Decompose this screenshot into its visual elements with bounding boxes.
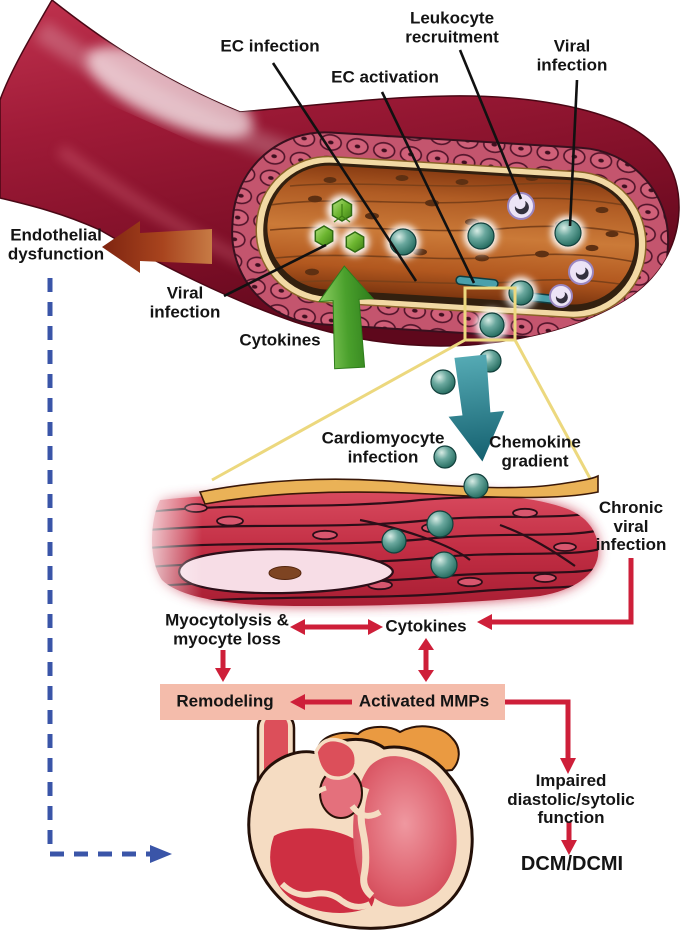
flow-arrows (215, 558, 634, 855)
muscle-fibers (152, 492, 599, 604)
green-virus-particles (314, 198, 365, 253)
label-chronic-viral-infection: Chronic viral infection (595, 497, 667, 555)
label-viral-infection-endothelium: Viral infection (149, 283, 221, 321)
heart-illustration (247, 710, 474, 930)
chemokine-gradient-down-arrow (448, 354, 505, 462)
magnifier-callout (211, 286, 594, 483)
feedback-dashed-arrow (47, 278, 172, 863)
teal-virus-particles-tissue (381, 445, 489, 579)
label-cytokines-tissue: Cytokines (385, 616, 467, 636)
magnifier-line-right (513, 339, 594, 483)
left-ventricle-chamber (353, 756, 457, 907)
label-endothelial-dysfunction: Endothelial dysfunction (7, 225, 105, 263)
teal-virus-particles (389, 219, 582, 395)
label-activated-mmps: Activated MMPs (358, 691, 490, 711)
label-viral-infection-lumen: Viral infection (536, 36, 608, 74)
label-ec-infection: EC infection (220, 36, 320, 56)
activated-endothelium-segment (455, 275, 499, 289)
myocyte-nucleus (268, 566, 302, 580)
endothelial-dysfunction-arrow (102, 221, 212, 273)
cytokines-up-arrow (318, 265, 375, 370)
myocardium-illustration (132, 445, 599, 620)
magnifier-line-left (211, 338, 466, 482)
label-leukocyte-recruitment: Leukocyte recruitment (405, 8, 499, 46)
endocardium-band (198, 474, 599, 505)
leukocytes (507, 192, 594, 308)
magnifier-box (463, 286, 517, 342)
label-myocytolysis: Myocytolysis & myocyte loss (165, 610, 289, 648)
pulmonary-valve-bulge (314, 737, 358, 780)
label-ec-activation: EC activation (331, 67, 439, 87)
label-impaired-function: Impaired diastolic/sytolic function (507, 770, 635, 828)
label-cardiomyocyte-infection: Cardiomyocyte infection (321, 428, 445, 466)
leader-lines (223, 49, 579, 298)
label-outcome-dcm: DCM/DCMI (520, 853, 624, 875)
label-remodeling: Remodeling (176, 691, 274, 711)
label-chemokine-gradient: Chemokine gradient (489, 432, 581, 470)
label-cytokines-vessel: Cytokines (239, 330, 321, 350)
